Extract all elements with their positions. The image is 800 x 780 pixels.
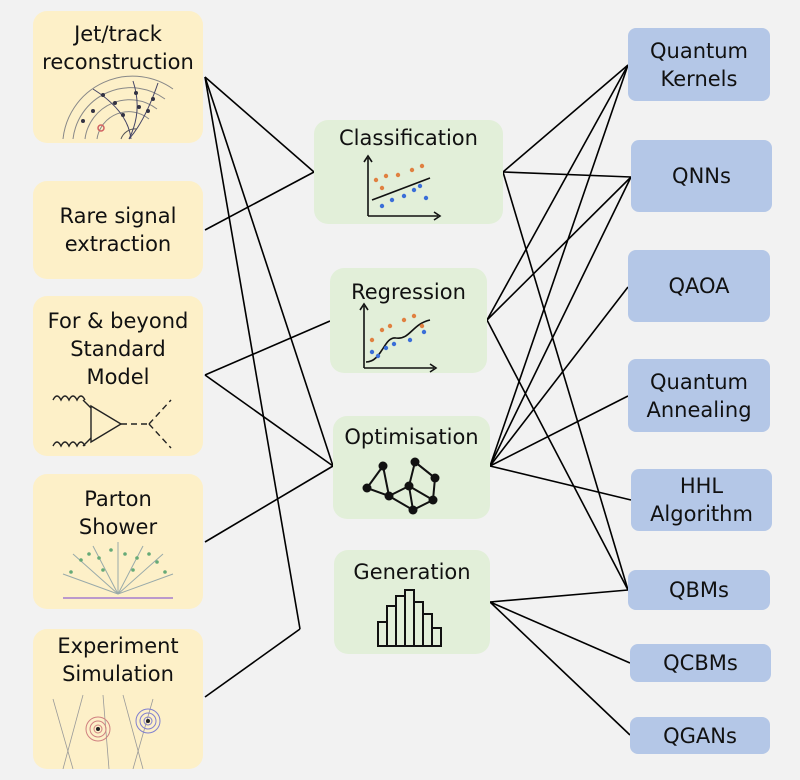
task-box-regression: Regression: [330, 268, 487, 373]
app-box-sim: Experiment Simulation: [33, 629, 203, 769]
task-box-optimisation: Optimisation: [333, 416, 490, 519]
app-label-bsm: For & beyond Standard Model: [47, 309, 189, 389]
edge-generation-qcbm: [489, 601, 631, 664]
edge-optimisation-qnn: [489, 176, 632, 467]
task-label-classification: Classification: [339, 126, 478, 150]
edge-jet-generation: [204, 76, 301, 630]
edge-generation-qgan: [489, 601, 631, 736]
scatter-classification-icon: [363, 154, 442, 221]
edge-optimisation-qa: [489, 395, 629, 467]
histogram-icon: [377, 589, 442, 647]
edge-optimisation-qaoa: [489, 286, 629, 467]
feynman-diagram-icon: [52, 395, 172, 449]
algo-box-qaoa: QAOA: [628, 250, 770, 322]
edge-bsm-optimisation: [204, 374, 334, 467]
algo-box-hhl: HHL Algorithm: [631, 469, 772, 531]
task-box-classification: Classification: [314, 120, 503, 224]
algo-label-qcbm: QCBMs: [663, 651, 738, 675]
app-box-bsm: For & beyond Standard Model: [33, 296, 203, 456]
algo-label-qnn: QNNs: [672, 164, 731, 188]
app-label-rare: Rare signal extraction: [59, 204, 177, 256]
algo-box-qk: Quantum Kernels: [628, 28, 770, 101]
algo-label-qa: Quantum Annealing: [646, 369, 752, 422]
algo-box-qnn: QNNs: [631, 140, 772, 212]
edge-classification-qk: [502, 64, 629, 173]
algo-label-qgan: QGANs: [663, 723, 737, 748]
edge-parton-optimisation: [204, 465, 334, 543]
algo-box-qa: Quantum Annealing: [628, 359, 770, 432]
edge-generation-qbm: [489, 589, 629, 603]
task-box-generation: Generation: [334, 550, 490, 654]
algo-label-qk: Quantum Kernels: [649, 38, 749, 91]
tracker-rings-icon: [62, 75, 174, 140]
edge-jet-optimisation: [204, 76, 334, 467]
edge-classification-qbm: [502, 171, 629, 591]
edge-optimisation-hhl: [489, 465, 632, 501]
task-label-generation: Generation: [353, 560, 471, 584]
event-display-icon: [52, 694, 161, 769]
edge-sim-generation: [204, 628, 301, 698]
parton-shower-icon: [62, 542, 174, 599]
app-label-parton: Parton Shower: [78, 487, 158, 539]
algo-label-qaoa: QAOA: [668, 274, 730, 298]
edge-regression-qbm: [486, 319, 629, 591]
algo-box-qcbm: QCBMs: [630, 644, 771, 682]
edge-optimisation-qk: [489, 64, 629, 467]
app-label-jet: Jet/track reconstruction: [42, 22, 194, 74]
algo-label-qbm: QBMs: [669, 578, 729, 602]
algo-box-qbm: QBMs: [628, 570, 770, 610]
task-label-regression: Regression: [351, 280, 466, 304]
task-label-optimisation: Optimisation: [344, 425, 479, 449]
edge-rare-classification: [204, 171, 315, 231]
edge-regression-qk: [486, 64, 629, 321]
algo-label-hhl: HHL Algorithm: [650, 474, 753, 526]
app-label-sim: Experiment Simulation: [57, 634, 179, 686]
graph-network-icon: [362, 457, 440, 515]
app-box-parton: Parton Shower: [33, 474, 203, 609]
scatter-regression-icon: [359, 302, 438, 373]
app-box-rare: Rare signal extraction: [33, 181, 203, 279]
edge-jet-classification: [204, 76, 315, 173]
edge-regression-qnn: [486, 176, 632, 321]
app-box-jet: Jet/track reconstruction: [33, 11, 203, 143]
edge-bsm-regression: [204, 320, 331, 376]
algo-box-qgan: QGANs: [630, 717, 770, 754]
